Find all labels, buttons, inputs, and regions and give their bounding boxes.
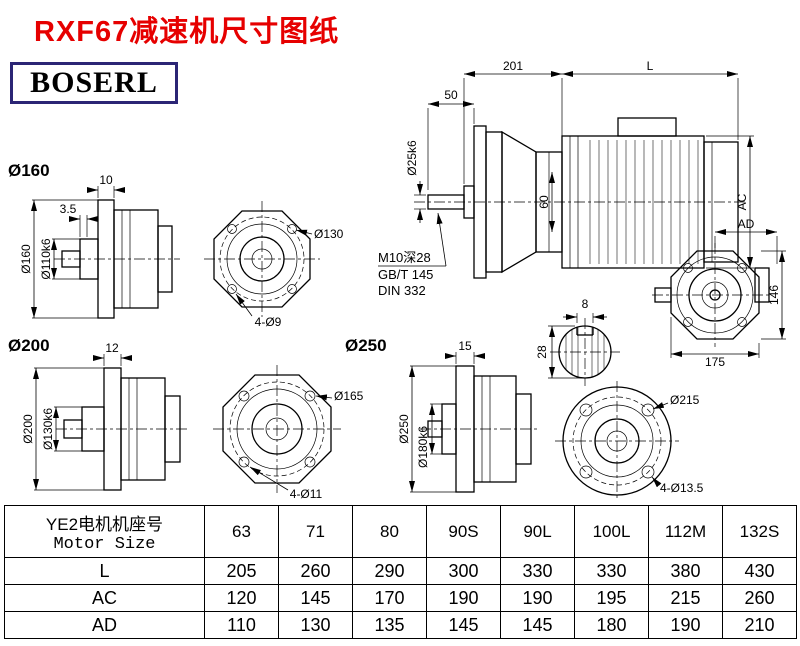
cell-L-132S: 430	[722, 557, 797, 585]
dim-15: 15	[458, 339, 472, 353]
motor-size-header-cell: YE2电机机座号 Motor Size	[4, 505, 205, 558]
flange250-front-view: Ø215 4-Ø13.5	[555, 381, 704, 501]
brand-logo: BOSERL	[10, 62, 178, 104]
row-label-L: L	[4, 557, 205, 585]
thread-note: M10深28 GB/T 145 DIN 332	[378, 212, 447, 298]
dim-146: 146	[767, 285, 781, 305]
thread-note-line2: GB/T 145	[378, 267, 433, 282]
table-row-AC: AC 120 145 170 190 190 195 215 260	[4, 584, 797, 612]
cell-AC-100L: 195	[574, 584, 649, 612]
dim-d180k6: Ø180k6	[416, 426, 430, 468]
cell-AD-90S: 145	[426, 611, 501, 639]
dimension-table: YE2电机机座号 Motor Size 63 71 80 90S 90L 100…	[4, 505, 797, 639]
dim-4xd13-5: 4-Ø13.5	[660, 481, 704, 495]
size-col-71: 71	[278, 505, 353, 558]
dim-3-5: 3.5	[60, 202, 77, 216]
dim-d130: Ø130	[314, 227, 344, 241]
dim-d215: Ø215	[670, 393, 700, 407]
dim-AC: AC	[735, 193, 749, 210]
flange200-label: Ø200	[8, 336, 50, 355]
dim-d160: Ø160	[19, 244, 33, 274]
dim-d165: Ø165	[334, 389, 364, 403]
table-row-AD: AD 110 130 135 145 145 180 190 210	[4, 611, 797, 639]
dim-shaft-dia: Ø25k6	[405, 140, 419, 176]
cell-AD-63: 110	[204, 611, 279, 639]
cell-L-90S: 300	[426, 557, 501, 585]
cell-AD-80: 135	[352, 611, 427, 639]
shaft-key-section: 8 28	[535, 297, 620, 386]
motor-front-view: AD 146 175	[652, 217, 786, 369]
dim-50: 50	[444, 88, 458, 102]
cell-AD-100L: 180	[574, 611, 649, 639]
dim-201: 201	[503, 59, 523, 73]
thread-note-line1: M10深28	[378, 250, 431, 265]
cell-AD-71: 130	[278, 611, 353, 639]
flange250-side-view: 15 Ø250 Ø180k6	[397, 339, 540, 493]
cell-L-80: 290	[352, 557, 427, 585]
cell-L-112M: 380	[648, 557, 723, 585]
dim-175: 175	[705, 355, 725, 369]
dim-10: 10	[99, 173, 113, 187]
cell-AD-112M: 190	[648, 611, 723, 639]
table-row-header: YE2电机机座号 Motor Size 63 71 80 90S 90L 100…	[4, 505, 797, 558]
dim-key-8: 8	[582, 297, 589, 311]
dim-28: 28	[535, 345, 549, 359]
size-col-80: 80	[352, 505, 427, 558]
cell-AC-90S: 190	[426, 584, 501, 612]
cell-AC-63: 120	[204, 584, 279, 612]
cell-AC-112M: 215	[648, 584, 723, 612]
cell-AC-71: 145	[278, 584, 353, 612]
size-col-132S: 132S	[722, 505, 797, 558]
cell-L-90L: 330	[500, 557, 575, 585]
dim-d110k6: Ø110k6	[39, 238, 53, 279]
cell-L-71: 260	[278, 557, 353, 585]
cell-AC-80: 170	[352, 584, 427, 612]
size-col-90L: 90L	[500, 505, 575, 558]
table-row-L: L 205 260 290 300 330 330 380 430	[4, 557, 797, 585]
flange250-label: Ø250	[345, 336, 387, 355]
dim-60: 60	[537, 195, 551, 209]
flange160-label: Ø160	[8, 161, 50, 180]
flange160-side-view: 10 3.5 Ø160 Ø110k6	[19, 173, 180, 319]
dim-d250: Ø250	[397, 414, 411, 444]
technical-drawing: Ø160 Ø200 Ø250 201 L	[8, 59, 786, 501]
cell-L-100L: 330	[574, 557, 649, 585]
dim-L: L	[647, 59, 654, 73]
dim-d200: Ø200	[21, 414, 35, 444]
cell-AC-90L: 190	[500, 584, 575, 612]
size-col-100L: 100L	[574, 505, 649, 558]
page-title: RXF67减速机尺寸图纸	[34, 16, 340, 48]
size-col-112M: 112M	[648, 505, 723, 558]
cell-AD-90L: 145	[500, 611, 575, 639]
cell-L-63: 205	[204, 557, 279, 585]
row-label-AD: AD	[4, 611, 205, 639]
flange200-side-view: 12 Ø200 Ø130k6	[21, 341, 190, 491]
dim-4xd11: 4-Ø11	[290, 487, 323, 501]
dim-AD: AD	[738, 217, 755, 231]
thread-note-line3: DIN 332	[378, 283, 426, 298]
size-col-63: 63	[204, 505, 279, 558]
dim-4xd9: 4-Ø9	[255, 315, 282, 329]
cell-AC-132S: 260	[722, 584, 797, 612]
dim-d130k6: Ø130k6	[41, 408, 55, 450]
flange160-front-view: Ø130 4-Ø9	[204, 201, 344, 329]
flange200-front-view: Ø165 4-Ø11	[213, 365, 364, 501]
motor-size-label-en: Motor Size	[53, 534, 156, 554]
size-col-90S: 90S	[426, 505, 501, 558]
assembly-side-view: 201 L 50 Ø25k6 60 AC	[405, 59, 754, 279]
motor-size-label-cn: YE2电机机座号	[45, 514, 164, 534]
cell-AD-132S: 210	[722, 611, 797, 639]
dim-12: 12	[105, 341, 119, 355]
row-label-AC: AC	[4, 584, 205, 612]
